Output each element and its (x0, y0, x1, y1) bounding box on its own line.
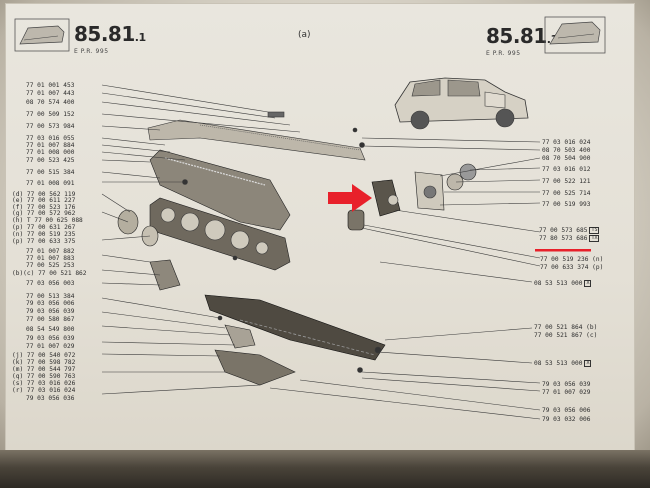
parts-catalog-page: 85.81.1 E P.R. 995 (a) 85.81.1 E P.R. 99… (6, 4, 634, 450)
x-mark-badge: X (584, 280, 592, 287)
part-number-label: 77 01 007 029 (542, 389, 591, 396)
part-number-label: (q) 77 00 590 763 (12, 373, 76, 380)
part-number-label: 77 00 519 236 (n) (540, 256, 604, 263)
part-number-label: (r) 77 03 016 024 (12, 387, 76, 394)
highlight-arrow (328, 184, 372, 212)
switch-part (347, 209, 365, 231)
part-number-label: 77 03 056 003 (26, 280, 75, 287)
part-number-label: 77 00 580 867 (26, 316, 75, 323)
part-number-label: (e) 77 00 611 227 (12, 197, 76, 204)
part-number-label: (b)(c) 77 00 521 862 (12, 270, 87, 277)
bottom-shadow (0, 450, 650, 488)
variant-badge-ts: TS (589, 227, 600, 234)
header-right-code: E P.R. 995 (486, 50, 521, 57)
screw-part (352, 127, 358, 133)
part-number-label: (n) 77 00 519 235 (12, 231, 76, 238)
part-number-label: 77 00 573 984 (26, 123, 75, 130)
part-number-label: 79 03 056 039 (542, 381, 591, 388)
header-illustration-right (544, 16, 606, 54)
part-number-label: 77 00 522 121 (542, 178, 591, 185)
part-number-label: (p) 77 00 633 375 (12, 238, 76, 245)
part-number-label: 77 00 519 993 (542, 201, 591, 208)
part-number-label: (h) T 77 00 625 088 (12, 217, 83, 224)
part-number-label: 77 01 008 091 (26, 180, 75, 187)
part-number-text: 08 53 513 000 (534, 360, 583, 367)
page-number-left-sub: .1 (134, 31, 146, 44)
part-number-label: 77 01 007 029 (26, 343, 75, 350)
part-number-label: 77 00 515 384 (26, 169, 75, 176)
knob-part (459, 163, 477, 181)
part-number-label: (j) 77 00 540 072 (12, 352, 76, 359)
part-number-label: 77 01 007 443 (26, 90, 75, 97)
part-number-label: (d) 77 00 562 119 (12, 191, 76, 198)
part-number-label: 08 70 504 900 (542, 155, 591, 162)
page-number-left: 85.81.1 (74, 22, 146, 46)
page-number-right: 85.81.1 (486, 24, 558, 48)
part-number-label: (k) 77 00 598 782 (12, 359, 76, 366)
dashboard-top-cover (149, 149, 291, 231)
part-number-label: 77 01 007 883 (26, 255, 75, 262)
part-number-label: 77 00 525 714 (542, 190, 591, 197)
part-number-label: 08 70 503 400 (542, 147, 591, 154)
part-number-label: 77 03 016 012 (542, 166, 591, 173)
part-number-label: 77 00 633 374 (p) (540, 264, 604, 271)
highlight-line1-text: 77 00 573 685 (539, 227, 588, 234)
part-number-label: 77 00 523 425 (26, 157, 75, 164)
lower-bracket (214, 349, 296, 386)
part-number-label: (p) 77 00 631 267 (12, 224, 76, 231)
part-number-label: 79 03 056 006 (542, 407, 591, 414)
part-number-label: 77 00 521 867 (c) (534, 332, 598, 339)
part-number-label: 77 00 509 152 (26, 111, 75, 118)
variant-badge-tx: TX (589, 235, 600, 242)
screw-part (359, 142, 365, 148)
part-number-label: 79 03 056 039 (26, 308, 75, 315)
highlighted-trim-panel (371, 179, 401, 217)
part-number-label: 77 01 007 884 (26, 142, 75, 149)
page-number-left-main: 85.81 (74, 22, 135, 46)
part-number-label: 77 00 525 253 (26, 262, 75, 269)
part-number-label: 77 01 007 882 (26, 248, 75, 255)
part-number-text: 08 53 513 000 (534, 280, 583, 287)
screw-part (357, 367, 363, 373)
header-left-code: E P.R. 995 (74, 48, 109, 55)
part-number-label: 79 03 032 006 (542, 416, 591, 423)
screw-part (232, 255, 238, 261)
part-number-label: 77 03 016 024 (542, 139, 591, 146)
part-number-label: 77 00 513 384 (26, 293, 75, 300)
part-number-label: 77 01 001 453 (26, 82, 75, 89)
page-number-right-main: 85.81 (486, 24, 547, 48)
part-number-label: (m) 77 00 544 797 (12, 366, 76, 373)
part-number-label: 79 03 056 006 (26, 300, 75, 307)
part-number-label: (s) 77 03 016 026 (12, 380, 76, 387)
upper-trim-strip (147, 119, 366, 161)
switch-bracket (149, 259, 181, 291)
part-number-label: 79 03 056 036 (26, 395, 75, 402)
x-mark-badge: X (584, 360, 592, 367)
part-number-label: 77 03 016 055 (26, 135, 75, 142)
part-number-label: 79 03 056 039 (26, 335, 75, 342)
part-number-label: (g) 77 00 572 962 (12, 210, 76, 217)
bracket-part (224, 324, 256, 349)
part-number-label: 08 54 549 800 (26, 326, 75, 333)
part-number-label: 77 00 521 864 (b) (534, 324, 598, 331)
lower-dashboard-panel (204, 294, 386, 361)
clip-part (267, 111, 285, 118)
highlight-underline (535, 249, 591, 252)
highlight-line2-text: 77 80 573 686 (539, 235, 588, 242)
header-illustration-left (14, 18, 70, 52)
screw-part (374, 346, 382, 354)
part-number-label: 08 70 574 400 (26, 99, 75, 106)
car-illustration (394, 77, 529, 130)
part-number-label: 77 01 008 000 (26, 149, 75, 156)
figure-label: (a) (298, 30, 311, 40)
part-number-label: (f) 77 00 523 176 (12, 204, 76, 211)
